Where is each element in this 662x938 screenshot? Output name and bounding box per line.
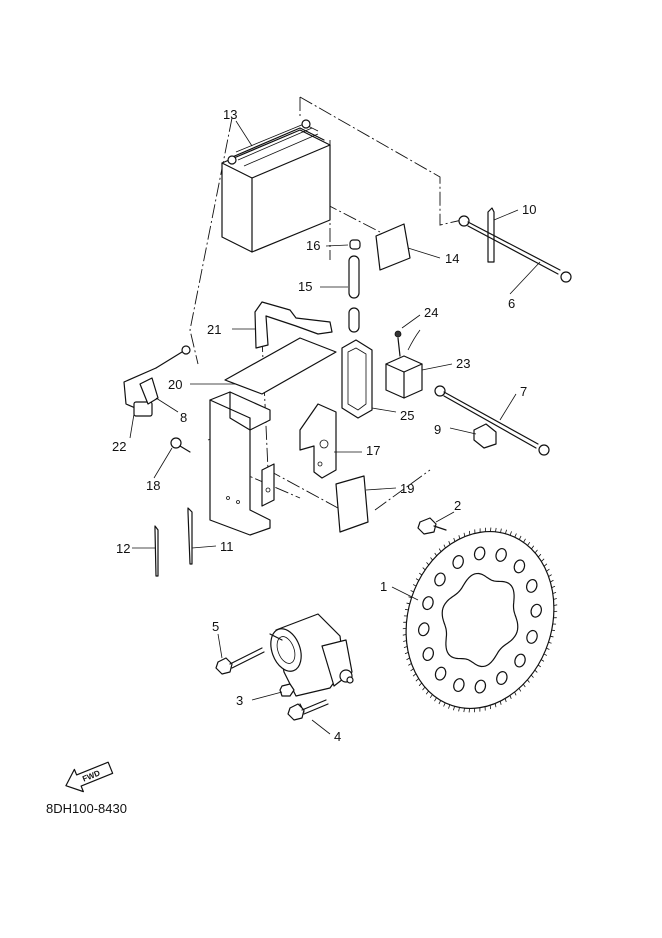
ring-gear-hole	[473, 546, 486, 561]
clamp	[487, 207, 495, 263]
label-23: 23	[456, 356, 470, 371]
ring-gear-hole	[434, 572, 446, 587]
ring-gear	[402, 527, 558, 713]
battery-band-parts	[348, 239, 361, 333]
terminal-cover	[473, 423, 497, 449]
ring-gear-hole	[422, 647, 434, 662]
battery	[221, 119, 331, 253]
label-14: 14	[445, 251, 459, 266]
label-16: 16	[306, 238, 320, 253]
ring-gear-outer	[405, 530, 555, 710]
label-13: 13	[223, 107, 237, 122]
label-25: 25	[400, 408, 414, 423]
label-20: 20	[168, 377, 182, 392]
leader-lines	[129, 120, 541, 735]
label-4: 4	[334, 729, 341, 744]
ring-gear-hole	[422, 596, 434, 611]
cable-ties	[154, 507, 193, 577]
ring-gear-inner-opening	[441, 572, 519, 668]
starter-relay	[385, 329, 423, 399]
starter-bolts	[215, 647, 329, 721]
label-3: 3	[236, 693, 243, 708]
label-17: 17	[366, 443, 380, 458]
ring-gear-hole	[452, 555, 464, 569]
ring-gear-hole	[530, 603, 542, 618]
label-9: 9	[434, 422, 441, 437]
ring-gear-hole	[496, 671, 508, 685]
ring-gear-hole	[453, 678, 465, 693]
battery-band	[254, 301, 333, 349]
ring-gear-hole	[434, 666, 447, 681]
drawing-code: 8DH100-8430	[46, 801, 127, 816]
wire-harness	[123, 345, 191, 417]
label-22: 22	[112, 439, 126, 454]
label-10: 10	[522, 202, 536, 217]
bolt-18	[170, 437, 191, 453]
starter-motor	[269, 613, 354, 713]
label-19: 19	[400, 481, 414, 496]
forward-direction-arrow: FWD	[65, 761, 114, 793]
ring-gear-hole	[474, 679, 487, 694]
label-7: 7	[520, 384, 527, 399]
label-2: 2	[454, 498, 461, 513]
label-21: 21	[207, 322, 221, 337]
label-1: 1	[380, 579, 387, 594]
label-18: 18	[146, 478, 160, 493]
label-12: 12	[116, 541, 130, 556]
battery-box	[209, 391, 337, 536]
label-11: 11	[220, 539, 234, 554]
cover	[335, 475, 369, 533]
ring-gear-hole	[514, 653, 526, 668]
sheet	[224, 337, 337, 395]
label-6: 6	[508, 296, 515, 311]
label-24: 24	[424, 305, 438, 320]
ring-gear-teeth	[402, 527, 558, 713]
ring-gear-hole	[495, 547, 507, 562]
battery-pad	[375, 223, 411, 271]
bolt-2	[417, 517, 447, 535]
label-5: 5	[212, 619, 219, 634]
ring-gear-hole	[418, 622, 430, 637]
label-15: 15	[298, 279, 312, 294]
label-8: 8	[180, 410, 187, 425]
relay-holder	[341, 339, 373, 419]
ring-gear-hole	[526, 629, 538, 644]
ring-gear-hole	[513, 559, 526, 574]
battery-lead-plus	[434, 385, 550, 456]
ring-gear-hole	[526, 578, 538, 593]
battery-lead-minus	[458, 215, 572, 283]
part-labels: 13 10 14 16 15 6 21 24 23 20 7 8 25 9 22…	[112, 107, 536, 744]
